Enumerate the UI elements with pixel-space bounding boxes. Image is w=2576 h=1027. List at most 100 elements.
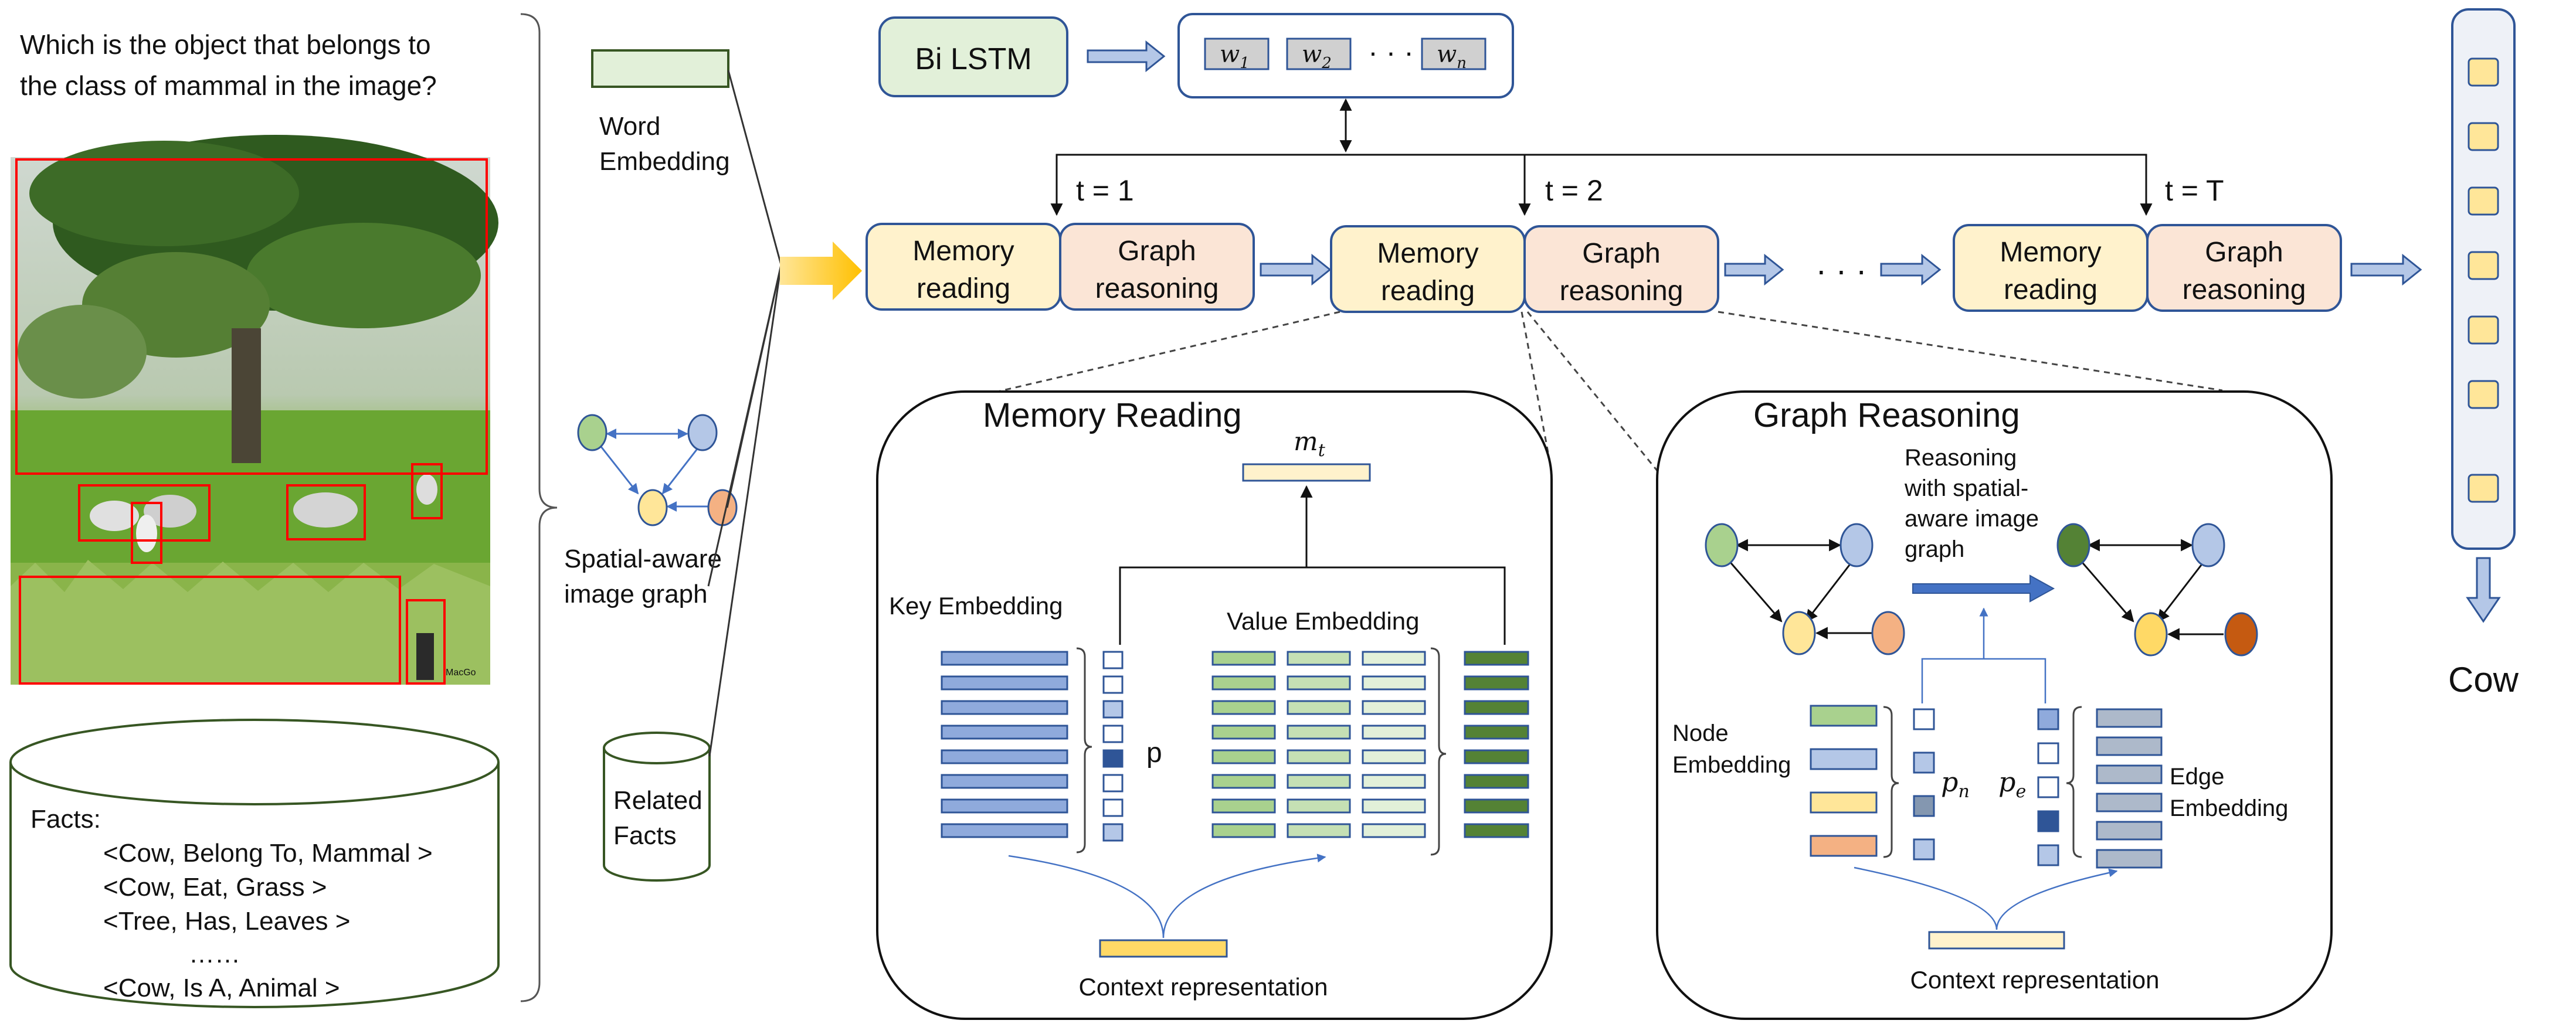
- node-weight-cell: [1913, 795, 1935, 817]
- value-output-bar: [1464, 675, 1529, 691]
- question-line-1: Which is the object that belongs to: [20, 29, 431, 60]
- bilstm-label: Bi LSTM: [915, 42, 1031, 76]
- graph-block-label-2: reasoning: [2183, 274, 2306, 305]
- value-embedding-bar: [1362, 749, 1426, 764]
- image-graph-label-2: image graph: [564, 580, 708, 608]
- memory-block-label-2: reading: [1381, 276, 1475, 307]
- value-embedding-bar: [1287, 700, 1351, 715]
- key-embedding-bars: [941, 651, 1068, 838]
- value-embedding-bar: [1287, 823, 1351, 838]
- pe-label: pe: [1998, 766, 2026, 802]
- value-output-bar: [1464, 774, 1529, 789]
- key-embedding-bar: [941, 675, 1068, 691]
- memory-panel-title: Memory Reading: [983, 396, 1242, 434]
- memory-output-bar: [1242, 463, 1371, 482]
- reasoning-arrow: [1912, 574, 2055, 603]
- edge-attention-weights: [2037, 708, 2059, 866]
- input-brace: [520, 13, 558, 1002]
- word-token-box: [1204, 38, 1270, 70]
- graph-reasoning-block: [1059, 223, 1255, 311]
- graph-block-label-1: Graph: [1118, 236, 1196, 267]
- graph-context-bar: [1928, 931, 2065, 950]
- memory-block-label-2: reading: [917, 273, 1010, 304]
- value-embedding-bar: [1362, 823, 1426, 838]
- value-output-bar: [1464, 798, 1529, 814]
- detection-boxes: [15, 158, 488, 685]
- value-embedding-bar: [1211, 774, 1276, 789]
- bilstm-box: [878, 16, 1068, 97]
- reasoning-label-2: with spatial-: [1904, 475, 2028, 501]
- word-embedding-label-1: Word: [599, 112, 660, 141]
- graph-node-icon: [1782, 611, 1816, 655]
- key-embedding-bar: [941, 700, 1068, 715]
- value-output-bar: [1464, 651, 1529, 666]
- graph-context-label: Context representation: [1910, 966, 2160, 994]
- attention-weight-cell: [1102, 798, 1124, 817]
- memory-context-arrows: [1008, 856, 1325, 938]
- value-embedding-bar: [1287, 749, 1351, 764]
- graph-reasoning-block: [2146, 224, 2342, 312]
- flow-arrow: [1260, 253, 1332, 286]
- graph-node-icon: [577, 414, 607, 451]
- edge-brace: [2066, 706, 2082, 858]
- key-embedding-bar: [941, 823, 1068, 838]
- flow-arrow: [1724, 253, 1784, 286]
- word-token-box: [1286, 38, 1352, 70]
- graph-reasoning-block: [1523, 225, 1719, 313]
- value-embedding-bar: [1362, 651, 1426, 666]
- related-facts-label-2: Facts: [613, 821, 677, 850]
- value-embedding-bar: [1362, 700, 1426, 715]
- graph-node-icon: [1839, 523, 1874, 567]
- related-facts-label-1: Related: [613, 786, 702, 815]
- edge-weight-cell: [2037, 844, 2059, 866]
- graph-node-icon: [2224, 612, 2258, 657]
- node-weight-cell: [1913, 838, 1935, 861]
- attention-weight-cell: [1102, 774, 1124, 793]
- graph-node-icon: [707, 489, 738, 526]
- edge-embedding-bar: [2096, 849, 2163, 869]
- graph-before-reasoning: [1705, 523, 1905, 655]
- node-embedding-bar: [1810, 791, 1878, 814]
- edge-embedding-label-1: Edge: [2170, 764, 2224, 790]
- reasoning-label-1: Reasoning: [1905, 445, 2017, 471]
- memory-block-label-1: Memory: [912, 236, 1014, 267]
- attention-weight-cell: [1102, 823, 1124, 842]
- timestep-label-T: t = T: [2165, 174, 2224, 207]
- fact-item: <Cow, Is A, Animal >: [103, 974, 340, 1002]
- memory-output-label: mt: [1294, 427, 1326, 461]
- value-embedding-bar: [1211, 725, 1276, 740]
- value-output-bar: [1464, 749, 1529, 764]
- graph-node-icon: [687, 414, 718, 451]
- graph-block-label-2: reasoning: [1095, 273, 1219, 304]
- node-weight-cell: [1913, 708, 1935, 730]
- reasoning-label-3: aware image: [1905, 506, 2039, 532]
- edge-embedding-bar: [2096, 764, 2163, 784]
- graph-node-icon: [637, 489, 668, 526]
- node-weight-cell: [1913, 751, 1935, 774]
- fact-item: <Cow, Belong To, Mammal >: [103, 839, 433, 868]
- timestep-label-2: t = 2: [1545, 174, 1603, 207]
- recurrence-ellipsis: · · ·: [1815, 251, 1866, 288]
- key-brace: [1076, 647, 1092, 853]
- attention-weights: [1102, 651, 1124, 842]
- edge-embedding-bar: [2096, 793, 2163, 812]
- graph-node-icon: [2056, 523, 2090, 567]
- p-label: p: [1146, 737, 1162, 768]
- question-line-2: the class of mammal in the image?: [20, 70, 437, 101]
- key-embedding-bar: [941, 725, 1068, 740]
- input-merge-arrow: [780, 242, 862, 300]
- value-embedding-bar: [1362, 725, 1426, 740]
- node-embedding-label-2: Embedding: [1672, 752, 1791, 778]
- value-embedding-bar: [1211, 675, 1276, 691]
- graph-panel-title: Graph Reasoning: [1753, 396, 2020, 434]
- edge-weight-cell: [2037, 810, 2059, 832]
- memory-block-label-2: reading: [2004, 274, 2098, 305]
- value-embedding-bar: [1211, 749, 1276, 764]
- output-vector-cells: [2468, 57, 2499, 503]
- word-token-box: [1421, 38, 1486, 70]
- small-image-graph: [577, 414, 738, 526]
- fact-item: ……: [189, 940, 240, 968]
- value-output-bar: [1464, 725, 1529, 740]
- node-embedding-bar: [1810, 835, 1878, 857]
- graph-block-label-1: Graph: [1582, 238, 1660, 269]
